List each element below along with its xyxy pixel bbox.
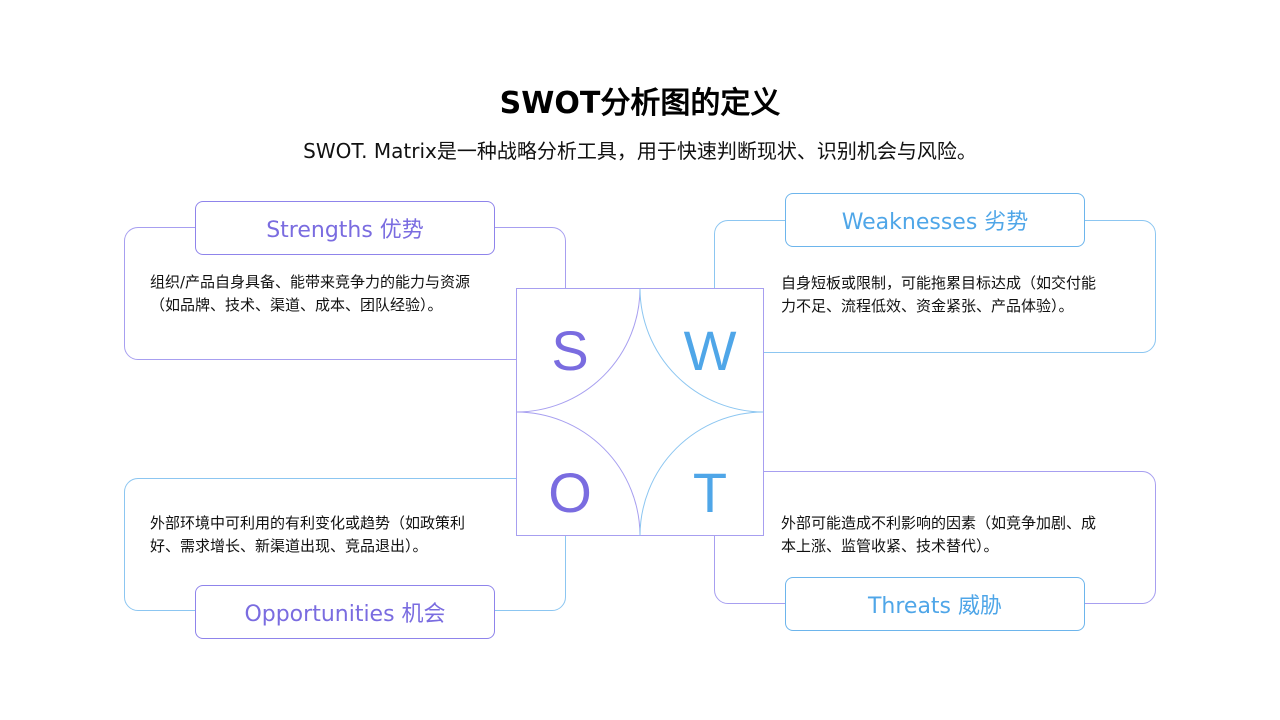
weaknesses-description-line-1: 自身短板或限制，可能拖累目标达成（如交付能 bbox=[781, 274, 1097, 292]
opportunities-description: 外部环境中可利用的有利变化或趋势（如政策利 好、需求增长、新渠道出现、竞品退出）… bbox=[150, 512, 495, 558]
letter-w: W bbox=[684, 319, 737, 382]
letter-s: S bbox=[551, 319, 588, 382]
threats-description: 外部可能造成不利影响的因素（如竞争加剧、成 本上涨、监管收紧、技术替代）。 bbox=[781, 512, 1131, 558]
page-subtitle: SWOT. Matrix是一种战略分析工具，用于快速判断现状、识别机会与风险。 bbox=[303, 139, 977, 163]
weaknesses-description: 自身短板或限制，可能拖累目标达成（如交付能 力不足、流程低效、资金紧张、产品体验… bbox=[781, 272, 1131, 318]
threats-label: Threats 威胁 bbox=[785, 577, 1085, 631]
swot-matrix: S W O T bbox=[516, 288, 764, 536]
matrix-border bbox=[516, 288, 764, 536]
weaknesses-description-line-2: 力不足、流程低效、资金紧张、产品体验）。 bbox=[781, 297, 1074, 315]
arc-s bbox=[516, 288, 641, 413]
letter-t: T bbox=[693, 461, 727, 524]
arc-t bbox=[639, 411, 764, 536]
strengths-description: 组织/产品自身具备、能带来竞争力的能力与资源 （如品牌、技术、渠道、成本、团队经… bbox=[150, 271, 510, 317]
letter-o: O bbox=[548, 461, 592, 524]
opportunities-description-line-1: 外部环境中可利用的有利变化或趋势（如政策利 bbox=[150, 514, 466, 532]
opportunities-description-line-2: 好、需求增长、新渠道出现、竞品退出）。 bbox=[150, 537, 428, 555]
threats-description-line-1: 外部可能造成不利影响的因素（如竞争加剧、成 bbox=[781, 514, 1097, 532]
weaknesses-label: Weaknesses 劣势 bbox=[785, 193, 1085, 247]
strengths-description-line-2: （如品牌、技术、渠道、成本、团队经验）。 bbox=[150, 296, 443, 314]
page-title: SWOT分析图的定义 bbox=[499, 86, 781, 121]
arc-o bbox=[516, 411, 641, 536]
threats-description-line-2: 本上涨、监管收紧、技术替代）。 bbox=[781, 537, 999, 555]
strengths-description-line-1: 组织/产品自身具备、能带来竞争力的能力与资源 bbox=[150, 273, 471, 291]
arc-w bbox=[639, 288, 764, 413]
strengths-label: Strengths 优势 bbox=[195, 201, 495, 255]
opportunities-label: Opportunities 机会 bbox=[195, 585, 495, 639]
